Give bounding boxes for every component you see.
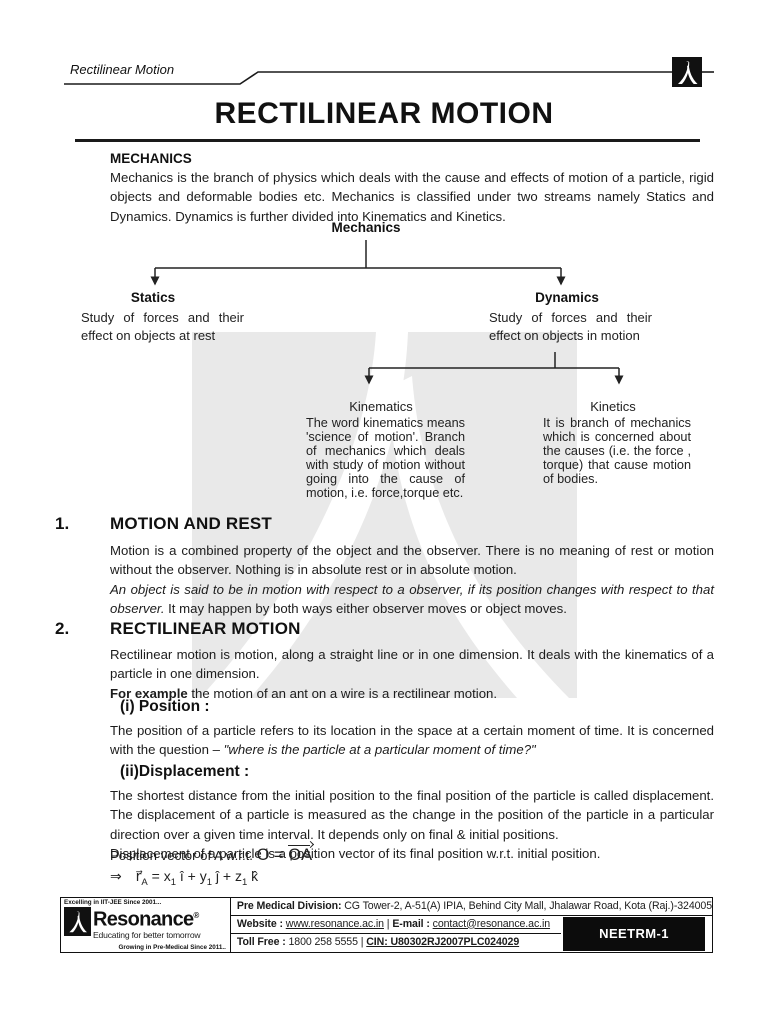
section2-paragraph: Rectilinear motion is motion, along a st…: [110, 645, 714, 703]
footer-bar: Excelling in IIT-JEE Since 2001... Reson…: [60, 897, 713, 953]
formula-s1: 1: [170, 876, 176, 888]
email-label: E-mail :: [392, 917, 433, 930]
division-label: Pre Medical Division:: [236, 900, 342, 912]
section1-p2-rest: It may happen by both ways either observ…: [164, 600, 567, 616]
footer-logo-cell: Excelling in IIT-JEE Since 2001... Reson…: [61, 898, 231, 952]
tree-connectors: [150, 240, 624, 385]
tree-node-mechanics: Mechanics: [331, 220, 401, 235]
section1-paragraph: Motion is a combined property of the obj…: [110, 541, 714, 618]
section2-example: For example the motion of an ant on a wi…: [110, 684, 714, 703]
module-code-badge: NEETRM-1: [563, 916, 705, 951]
footer-top-note: Excelling in IIT-JEE Since 2001...: [64, 899, 162, 906]
email-link[interactable]: contact@resonance.ac.in: [432, 917, 551, 930]
displacement-p2: Displacement of a particle is a position…: [110, 845, 601, 861]
position-paragraph: The position of a particle refers to its…: [110, 721, 714, 760]
section2-number: 2.: [55, 619, 70, 638]
tree-node-statics: Statics: [130, 290, 176, 305]
section1-heading: MOTION AND REST: [110, 514, 272, 533]
footer-website-row: Website : www.resonance.ac.in | E-mail :…: [230, 916, 561, 934]
resonance-watermark: [192, 332, 577, 698]
formula-t4: k̂: [247, 868, 259, 884]
displacement-paragraph: The shortest distance from the initial p…: [110, 786, 714, 863]
website-link[interactable]: www.resonance.ac.in: [285, 917, 384, 930]
statics-description: Study of forces and their effect on obje…: [81, 310, 244, 343]
division-value: CG Tower-2, A-51(A) IPIA, Behind City Ma…: [341, 900, 712, 912]
position-vector-line: Position vector of A w.r.t. O = OA: [110, 845, 313, 865]
mechanics-heading: MECHANICS: [110, 151, 192, 166]
tree-node-dynamics: Dynamics: [535, 290, 599, 305]
formula-s2: 1: [206, 876, 213, 888]
r-subscript: A: [141, 876, 148, 888]
page-title: RECTILINEAR MOTION: [214, 97, 554, 130]
footer-brand-name: Resonance®: [93, 906, 200, 930]
displacement-p1: The shortest distance from the initial p…: [110, 788, 714, 842]
example-rest: the motion of an ant on a wire is a rect…: [187, 685, 498, 701]
brand-registered-mark: ®: [193, 911, 199, 920]
tree-node-kinematics: Kinematics: [349, 399, 413, 414]
formula-t1: = x: [147, 868, 171, 884]
footer-tagline: Educating for better tomorrow: [93, 929, 201, 940]
implies-arrow: ⇒: [110, 868, 126, 884]
section2-heading: RECTILINEAR MOTION: [110, 619, 301, 638]
formula-s3: 1: [242, 876, 248, 888]
section1-p2: An object is said to be in motion with r…: [110, 580, 714, 619]
tree-node-kinetics: Kinetics: [590, 399, 636, 414]
separator: |: [383, 917, 393, 930]
kinetics-description: It is branch of mechanics which is conce…: [543, 416, 691, 486]
cin-value: CIN: U80302RJ2007PLC024029: [366, 936, 520, 948]
formula-t3: ĵ + z: [212, 868, 242, 884]
title-divider: [75, 139, 700, 142]
pv-prefix: Position vector of A w.r.t.: [110, 848, 257, 863]
section2-p1: Rectilinear motion is motion, along a st…: [110, 647, 714, 682]
pv-o-equals: O =: [256, 846, 289, 864]
header-chapter-label: Rectilinear Motion: [70, 62, 175, 77]
kinematics-description: The word kinematics means 'science of mo…: [306, 416, 465, 500]
section1-p1: Motion is a combined property of the obj…: [110, 543, 714, 578]
example-label: For example: [110, 685, 188, 701]
position-p1: The position of a particle refers to its…: [110, 723, 714, 758]
dynamics-description: Study of forces and their effect on obje…: [489, 310, 652, 343]
position-vector-formula: ⇒ r⃗A = x1 î + y1 ĵ + z1 k̂: [110, 868, 258, 888]
formula-t2: î + y: [176, 868, 207, 884]
pv-oa-vector: OA: [288, 845, 313, 864]
website-label: Website :: [236, 917, 286, 930]
mechanics-paragraph: Mechanics is the branch of physics which…: [110, 170, 714, 224]
resonance-footer-logo-icon: [64, 907, 91, 936]
footer-division-row: Pre Medical Division: CG Tower-2, A-51(A…: [230, 898, 712, 916]
brand-text: Resonance: [93, 908, 194, 931]
r-vector: r⃗: [135, 868, 142, 884]
displacement-heading: (ii)Displacement :: [120, 763, 250, 780]
section1-number: 1.: [55, 514, 70, 533]
position-p1-italic: "where is the particle at a particular m…: [223, 742, 536, 758]
footer-info-cell: Pre Medical Division: CG Tower-2, A-51(A…: [230, 898, 712, 952]
separator2: |: [360, 936, 367, 948]
footer-bottom-note: Growing in Pre-Medical Since 2011..: [118, 944, 226, 951]
resonance-logo-icon: [672, 57, 702, 87]
tollfree-label: Toll Free :: [236, 936, 289, 948]
section1-p2-italic: An object is said to be in motion with r…: [110, 581, 714, 616]
tollfree-value: 1800 258 5555: [288, 936, 361, 948]
footer-tollfree-row: Toll Free : 1800 258 5555 | CIN: U80302R…: [231, 934, 561, 952]
position-heading: (i) Position :: [120, 698, 210, 715]
mechanics-tree-diagram: Mechanics Statics Study of forces and th…: [0, 214, 768, 506]
